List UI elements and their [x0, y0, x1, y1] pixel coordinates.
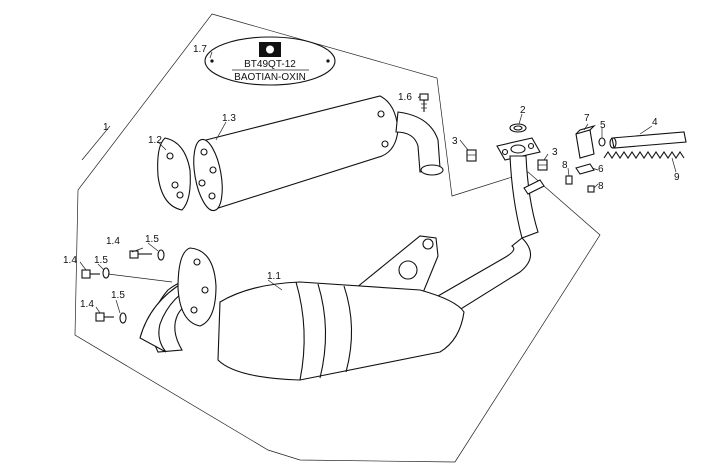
name-plate-brand: BAOTIAN-OXIN — [234, 72, 306, 83]
callout-6: 6 — [598, 164, 604, 175]
name-plate-model: BT49QT-12 — [244, 59, 296, 70]
spring-washer-5 — [598, 137, 606, 147]
gasket — [509, 123, 527, 133]
spring-9 — [603, 151, 685, 159]
muffler-shell — [193, 95, 399, 212]
screw-8-right — [587, 185, 595, 193]
callout-1-3: 1.3 — [222, 113, 236, 124]
inlet-flange — [177, 247, 217, 327]
callout-1-4-low: 1.4 — [80, 299, 94, 310]
callout-3-right: 3 — [552, 147, 558, 158]
bolt-1-4-low — [95, 312, 127, 324]
callout-3-left: 3 — [452, 136, 458, 147]
block-7 — [575, 124, 596, 159]
callout-1: 1 — [103, 122, 109, 133]
callout-5: 5 — [600, 120, 606, 131]
main-muffler — [217, 281, 465, 381]
callout-7: 7 — [584, 113, 590, 124]
callout-1-2: 1.2 — [148, 135, 162, 146]
callout-1-4-mid: 1.4 — [63, 255, 77, 266]
tail-pipe — [395, 111, 444, 176]
callout-8-left: 8 — [562, 160, 568, 171]
bolt-1-4-top — [129, 249, 165, 261]
callout-9: 9 — [674, 172, 680, 183]
leader-lines — [79, 51, 677, 314]
rod-4 — [609, 131, 687, 149]
bolt-1-6 — [419, 93, 429, 112]
callout-2: 2 — [520, 105, 526, 116]
callout-4: 4 — [652, 117, 658, 128]
callout-1-5-top: 1.5 — [145, 234, 159, 245]
header-pipe — [437, 137, 541, 313]
callout-1-1: 1.1 — [267, 271, 281, 282]
nut-3-left — [466, 149, 477, 162]
screw-8-left — [565, 175, 573, 185]
nut-3-right — [537, 159, 548, 171]
callout-1-5-low: 1.5 — [111, 290, 125, 301]
callout-labels: 1 1.1 1.2 1.3 1.4 1.4 1.4 1.5 1.5 1.5 1.… — [63, 44, 680, 310]
callout-8-right: 8 — [598, 181, 604, 192]
muffler-end-cap — [157, 137, 191, 211]
callout-1-7: 1.7 — [193, 44, 207, 55]
callout-1-6: 1.6 — [398, 92, 412, 103]
assembly-outline — [74, 13, 601, 463]
clamp-bracket — [523, 179, 545, 195]
name-plate: BT49QT-12 BAOTIAN-OXIN — [204, 36, 336, 86]
bolt-1-4-mid — [81, 267, 110, 279]
callout-1-5-mid: 1.5 — [94, 255, 108, 266]
callout-1-4-top: 1.4 — [106, 236, 120, 247]
clip-6 — [575, 163, 595, 175]
